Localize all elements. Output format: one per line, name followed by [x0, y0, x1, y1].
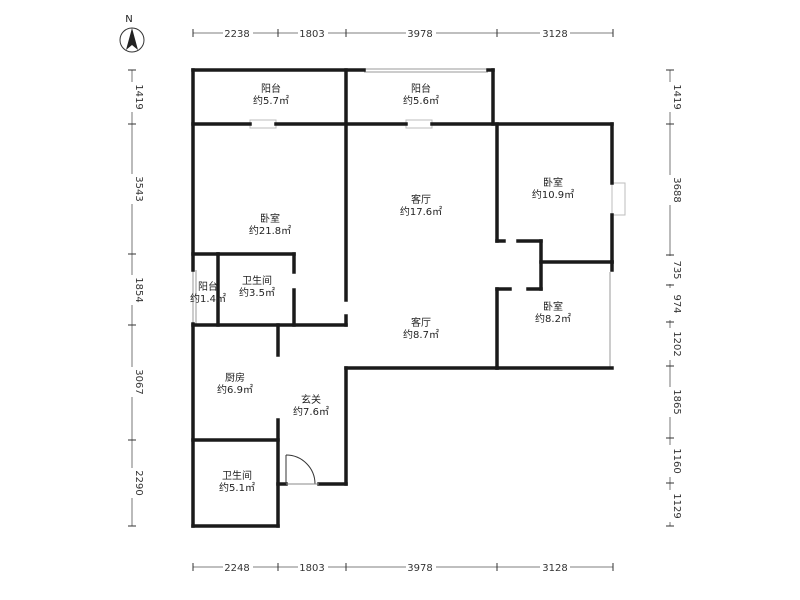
- dim-top-3: 3978: [407, 29, 432, 40]
- dim-left-4: 3067: [133, 369, 144, 394]
- room-master-bedroom: 卧室 约21.8㎡: [249, 212, 291, 237]
- svg-text:约5.7㎡: 约5.7㎡: [253, 94, 289, 107]
- dim-left-5: 2290: [133, 470, 144, 495]
- entry-door: [285, 454, 319, 485]
- room-bedroom-east: 卧室 约10.9㎡: [532, 176, 574, 201]
- svg-text:约21.8㎡: 约21.8㎡: [249, 224, 291, 237]
- dimension-bottom: 2248 1803 3978 3128: [192, 561, 614, 574]
- compass-north-label: N: [125, 14, 132, 25]
- room-balcony-small: 阳台 约1.4㎡: [190, 280, 226, 305]
- room-bathroom-1: 卫生间 约3.5㎡: [239, 274, 275, 299]
- dim-right-2: 3688: [671, 177, 682, 202]
- dim-right-3: 735: [671, 260, 682, 279]
- svg-text:约8.7㎡: 约8.7㎡: [403, 328, 439, 341]
- dim-right-5: 1202: [671, 331, 682, 356]
- svg-text:阳台: 阳台: [261, 82, 281, 95]
- dimension-right: 1419 3688 735 974 1202 1865 1160 1129: [664, 69, 682, 527]
- windows: [192, 68, 626, 368]
- svg-text:客厅: 客厅: [411, 193, 431, 206]
- svg-text:约5.1㎡: 约5.1㎡: [219, 481, 255, 494]
- dim-right-6: 1865: [671, 389, 682, 414]
- dim-bottom-2: 1803: [299, 563, 324, 574]
- dim-top-4: 3128: [542, 29, 567, 40]
- dim-top-1: 2238: [224, 29, 249, 40]
- svg-text:阳台: 阳台: [411, 82, 431, 95]
- room-foyer: 玄关 约7.6㎡: [293, 393, 329, 418]
- dim-bottom-1: 2248: [224, 563, 249, 574]
- dim-right-7: 1160: [671, 448, 682, 473]
- dimension-left: 1419 3543 1854 3067 2290: [126, 69, 144, 527]
- room-bathroom-2: 卫生间 约5.1㎡: [219, 469, 255, 494]
- dimension-top: 2238 1803 3978 3128: [192, 27, 614, 40]
- dim-bottom-3: 3978: [407, 563, 432, 574]
- dim-left-1: 1419: [133, 84, 144, 109]
- room-bedroom-small: 卧室 约8.2㎡: [535, 300, 571, 325]
- room-balcony-2: 阳台 约5.6㎡: [403, 82, 439, 107]
- dim-top-2: 1803: [299, 29, 324, 40]
- svg-text:约5.6㎡: 约5.6㎡: [403, 94, 439, 107]
- dim-right-1: 1419: [671, 84, 682, 109]
- svg-text:阳台: 阳台: [198, 280, 218, 293]
- compass-arrow-icon: [126, 28, 138, 50]
- svg-text:卧室: 卧室: [260, 212, 280, 225]
- dim-right-8: 1129: [671, 493, 682, 518]
- room-balcony-1: 阳台 约5.7㎡: [253, 82, 289, 107]
- svg-text:卧室: 卧室: [543, 176, 563, 189]
- walls: [191, 68, 614, 528]
- svg-text:约8.2㎡: 约8.2㎡: [535, 312, 571, 325]
- svg-text:约1.4㎡: 约1.4㎡: [190, 292, 226, 305]
- compass: N: [119, 14, 145, 53]
- svg-text:厨房: 厨房: [225, 371, 245, 384]
- svg-text:客厅: 客厅: [411, 316, 431, 329]
- svg-text:约7.6㎡: 约7.6㎡: [293, 405, 329, 418]
- svg-text:约3.5㎡: 约3.5㎡: [239, 286, 275, 299]
- room-kitchen: 厨房 约6.9㎡: [217, 371, 253, 396]
- svg-text:约6.9㎡: 约6.9㎡: [217, 383, 253, 396]
- svg-text:卫生间: 卫生间: [222, 469, 252, 482]
- room-living-room: 客厅 约17.6㎡: [400, 193, 442, 218]
- svg-text:卧室: 卧室: [543, 300, 563, 313]
- svg-text:约17.6㎡: 约17.6㎡: [400, 205, 442, 218]
- dim-left-3: 1854: [133, 277, 144, 302]
- dim-right-4: 974: [671, 294, 682, 313]
- room-living-room-2: 客厅 约8.7㎡: [403, 316, 439, 341]
- dim-bottom-4: 3128: [542, 563, 567, 574]
- svg-text:玄关: 玄关: [301, 393, 321, 406]
- svg-text:卫生间: 卫生间: [242, 274, 272, 287]
- svg-text:约10.9㎡: 约10.9㎡: [532, 188, 574, 201]
- dim-left-2: 3543: [133, 176, 144, 201]
